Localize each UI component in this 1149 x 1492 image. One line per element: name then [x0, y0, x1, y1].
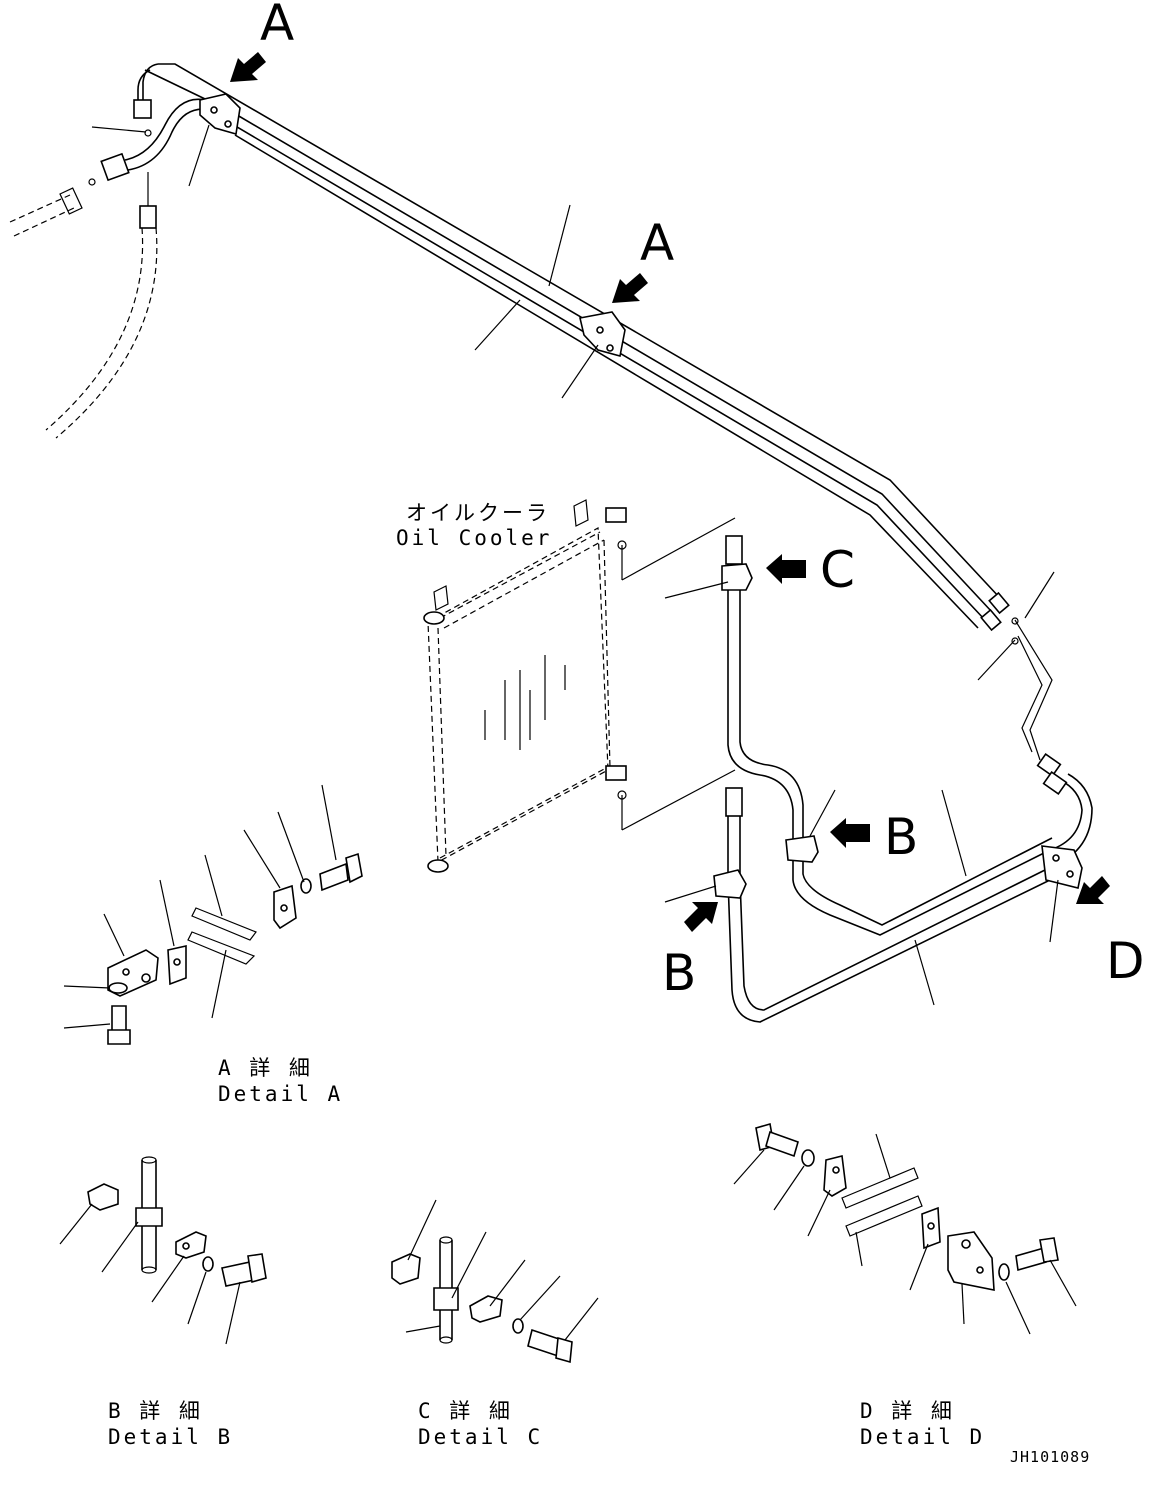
- callout-a-mid: A: [612, 214, 674, 303]
- dashed-hose-left: [9, 172, 158, 439]
- callout-a-top: A: [230, 0, 294, 82]
- callout-b-left-label: B: [662, 944, 696, 1002]
- arrow-icon: [766, 554, 806, 584]
- detail-a: A 詳 細 Detail A: [63, 784, 363, 1106]
- detail-a-title-jp: A 詳 細: [218, 1056, 313, 1080]
- oil-cooler-label-jp: オイルクーラ: [406, 501, 550, 525]
- oil-cooler: オイルクーラ Oil Cooler: [396, 499, 736, 873]
- callout-d-label: D: [1106, 932, 1145, 990]
- detail-c-title-jp: C 詳 細: [418, 1399, 513, 1423]
- callout-c-label: C: [820, 541, 855, 599]
- detail-b-title-en: Detail B: [108, 1425, 233, 1449]
- arrow-icon: [1076, 876, 1110, 904]
- detail-d-title-en: Detail D: [860, 1425, 985, 1449]
- detail-a-title-en: Detail A: [218, 1082, 343, 1106]
- upper-tube-assembly: [91, 63, 1055, 681]
- detail-d-title-jp: D 詳 細: [860, 1399, 955, 1423]
- detail-c-title-en: Detail C: [418, 1425, 543, 1449]
- oil-cooler-label-en: Oil Cooler: [396, 526, 552, 550]
- callout-d: D: [1076, 876, 1145, 990]
- arrow-icon: [230, 52, 266, 82]
- arrow-icon: [830, 818, 870, 848]
- callout-a-top-label: A: [260, 0, 294, 52]
- arrow-icon: [684, 902, 718, 932]
- drawing-id: JH101089: [1010, 1448, 1090, 1466]
- detail-c: C 詳 細 Detail C: [391, 1199, 599, 1449]
- arrow-icon: [612, 273, 648, 303]
- detail-d: D 詳 細 Detail D: [733, 1122, 1077, 1449]
- callout-b-right-label: B: [884, 808, 918, 866]
- detail-b: B 詳 細 Detail B: [59, 1156, 267, 1449]
- detail-b-title-jp: B 詳 細: [108, 1399, 203, 1423]
- callout-a-mid-label: A: [640, 214, 674, 272]
- callout-b-right: B: [830, 808, 918, 866]
- callout-c: C: [766, 541, 855, 599]
- right-tube-assembly: [664, 535, 1093, 1023]
- callout-b-left: B: [662, 902, 718, 1002]
